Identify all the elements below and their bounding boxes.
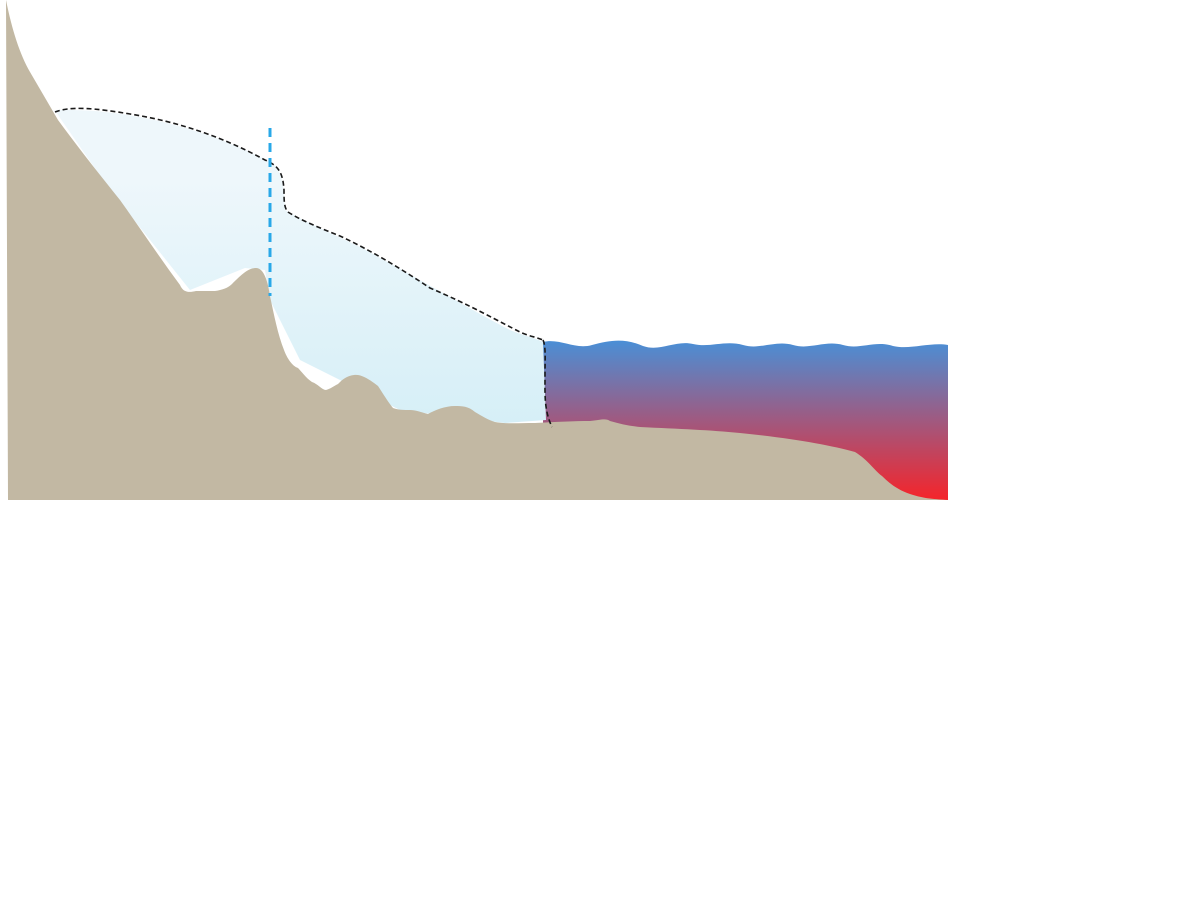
ice-front-outline: [542, 339, 553, 428]
ice-sheet: [55, 109, 546, 423]
bedrock: [6, 0, 948, 500]
ice-sheet-outline: [54, 107, 544, 341]
